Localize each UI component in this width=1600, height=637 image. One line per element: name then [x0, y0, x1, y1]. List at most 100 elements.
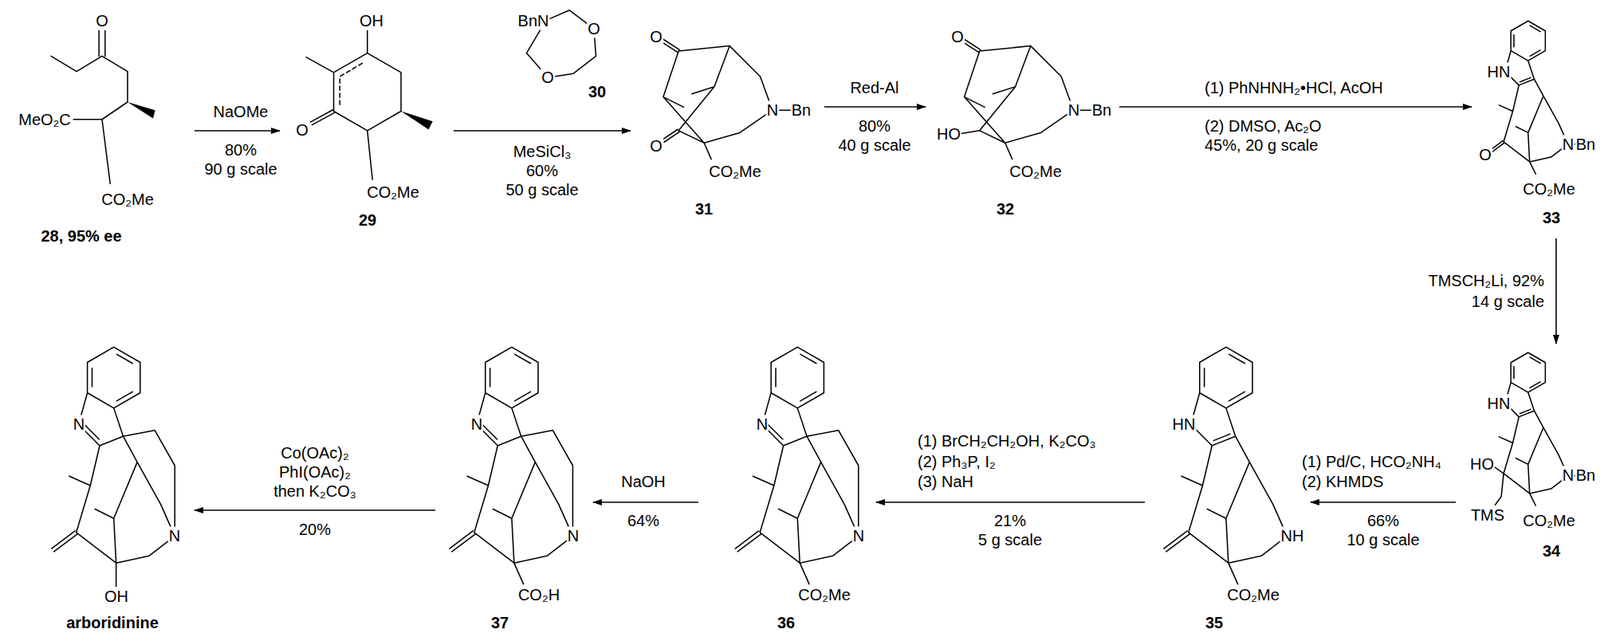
- atom-label: Bn: [790, 101, 812, 120]
- reaction-arrow: [593, 501, 699, 504]
- atom-label: N: [1561, 466, 1575, 485]
- compound-number: arboridinine: [65, 613, 160, 633]
- bond: [959, 38, 1092, 159]
- reaction-arrow: [1119, 106, 1472, 108]
- atom-label: N: [852, 526, 865, 546]
- condition-text: 10 g scale: [1345, 530, 1420, 550]
- atom-label: Bn: [1575, 466, 1597, 485]
- atom-label: N: [566, 526, 580, 546]
- condition-text: 20%: [298, 520, 332, 539]
- indole-cage-skeleton: [1498, 352, 1568, 494]
- reagent-text: Red-Al: [849, 78, 900, 98]
- compound-number: 33: [1541, 208, 1561, 228]
- compound-number: 29: [357, 211, 378, 230]
- atom-label: HN: [1171, 415, 1197, 434]
- compound-number: 32: [995, 200, 1015, 219]
- atom-label: CO₂Me: [1226, 585, 1281, 605]
- structure-arboridinine: [51, 346, 176, 586]
- atom-label: CO₂Me: [1008, 162, 1063, 181]
- indole-cage-skeleton: [1498, 20, 1568, 162]
- structures: [51, 10, 1577, 587]
- atom-label: CO₂Me: [100, 190, 155, 209]
- condition-text: 66%: [1366, 511, 1400, 531]
- condition-text: 50 g scale: [504, 180, 579, 200]
- condition-text: 14 g scale: [1470, 292, 1545, 311]
- delocalized-bond: [339, 62, 362, 107]
- structure-37: [449, 346, 574, 584]
- atom-label: CO₂Me: [365, 183, 421, 202]
- atom-label: TMS: [1470, 506, 1506, 525]
- atom-label: CO₂Me: [707, 162, 763, 181]
- reagent-text: (1) BrCH₂CH₂OH, K₂CO₃: [916, 432, 1097, 451]
- compound-number: 31: [694, 200, 714, 219]
- atom-label: N: [755, 415, 769, 434]
- condition-text: 90 g scale: [203, 160, 278, 179]
- atom-label: N: [1067, 101, 1081, 120]
- condition-text: 21%: [993, 511, 1027, 531]
- reagent-text: Co(OAc)₂: [279, 444, 350, 463]
- reagent-text: NaOMe: [212, 102, 270, 122]
- bond: [1163, 433, 1239, 584]
- reagent-text: (1) PhNHNH₂•HCl, AcOH: [1203, 78, 1384, 98]
- wedge-bond: [400, 111, 433, 130]
- compound-number: 37: [490, 613, 510, 633]
- structure-31: [660, 38, 791, 159]
- atom-label: NH: [1280, 526, 1306, 546]
- bond: [1490, 77, 1577, 174]
- natural-product-structure: arboridinine: [11, 342, 192, 635]
- reaction-arrow: [876, 501, 1145, 504]
- reaction-arrow: [194, 509, 436, 512]
- reaction-arrow: [824, 106, 926, 108]
- atom-label: N: [168, 526, 181, 546]
- indole-cage-skeleton: [1181, 346, 1287, 563]
- atom-label: O: [294, 121, 310, 140]
- condition-text: 64%: [626, 511, 661, 531]
- atom-label: CO₂Me: [1521, 180, 1577, 199]
- indole-cage-skeleton: [467, 346, 573, 563]
- reagent-text: TMSCH₂Li, 92%: [1427, 271, 1545, 291]
- structure-32: [959, 38, 1092, 159]
- cage-skeleton: [964, 46, 1074, 144]
- condition-text: PhI(OAc)₂: [278, 463, 352, 482]
- compound-number: 34: [1541, 542, 1561, 561]
- atom-label: O: [1478, 145, 1493, 165]
- condition-text: 5 g scale: [977, 530, 1043, 550]
- atom-label: HN: [1486, 62, 1512, 82]
- atom-label: O: [950, 27, 965, 47]
- atom-label: CO₂Me: [797, 585, 852, 605]
- atom-label: N: [72, 415, 86, 434]
- atom-label: CO₂Me: [1521, 511, 1577, 531]
- bond: [660, 38, 791, 159]
- bond: [51, 424, 176, 586]
- reaction-arrow: [1555, 238, 1557, 344]
- compound-number: 36: [776, 613, 796, 633]
- atom-label: HO: [1469, 455, 1495, 474]
- reaction-arrow: [1310, 501, 1456, 504]
- structure-36: [735, 346, 859, 584]
- bond: [1493, 408, 1577, 506]
- atom-label: O: [586, 19, 602, 39]
- bond: [449, 424, 574, 584]
- atom-label: N: [766, 101, 779, 120]
- reaction-arrow: [194, 129, 280, 132]
- atom-label: N: [470, 415, 484, 434]
- structure-33: [1490, 20, 1577, 174]
- atom-label: N: [1561, 135, 1575, 154]
- structure-29: [306, 30, 433, 180]
- compound-structure: 33: [1474, 6, 1598, 236]
- atom-label: Bn: [1091, 101, 1113, 120]
- structure-35: [1163, 346, 1288, 584]
- atom-label: O: [648, 27, 664, 47]
- condition-text: (3) NaH: [916, 472, 975, 492]
- atom-label: O: [648, 137, 664, 156]
- atom-label: OH: [103, 587, 130, 606]
- atom-label: OH: [358, 11, 385, 31]
- bond: [735, 424, 859, 584]
- compound-number: 35: [1204, 613, 1224, 633]
- reagent-text: (1) Pd/C, HCO₂NH₄: [1301, 452, 1443, 472]
- atom-label: O: [540, 68, 555, 87]
- compound-structure: 37: [438, 342, 590, 635]
- indole-cage-skeleton: [69, 346, 175, 563]
- atom-label: BnN: [517, 11, 551, 31]
- compound-number: 30: [587, 82, 607, 102]
